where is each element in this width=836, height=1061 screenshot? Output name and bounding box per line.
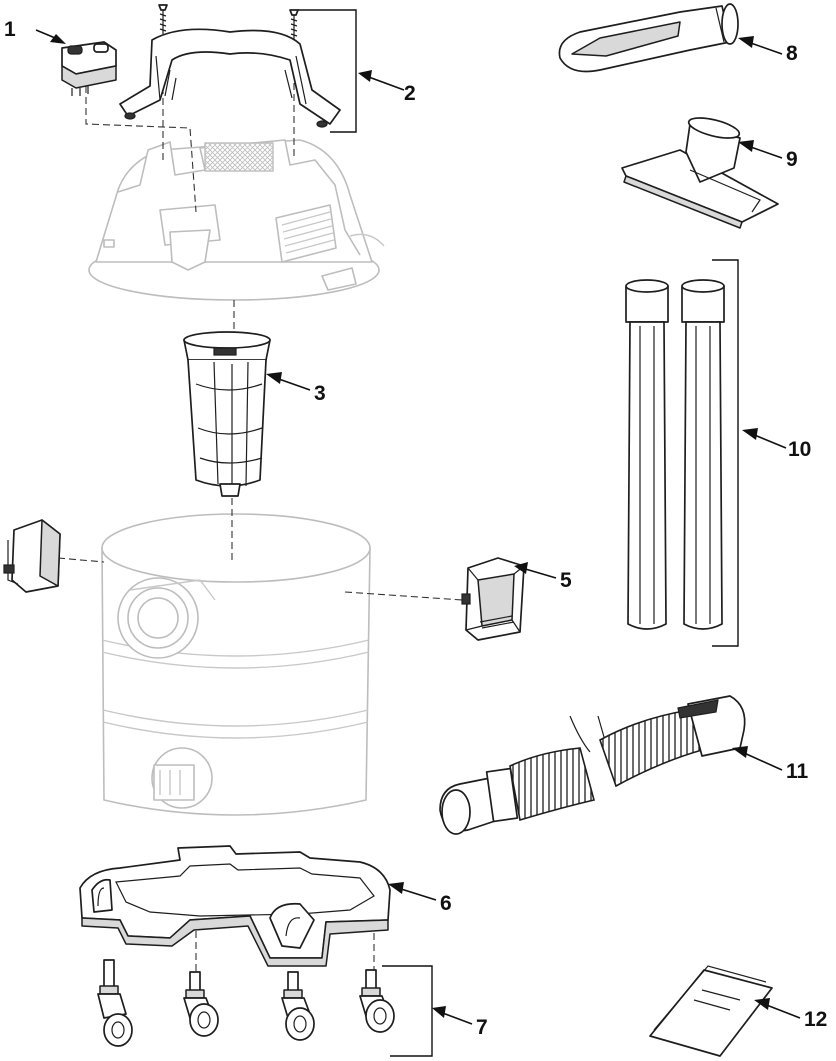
callout-7: 7: [476, 1016, 488, 1039]
callout-1: 1: [4, 18, 16, 41]
caster-3: [281, 971, 315, 1041]
caster-1: [97, 959, 133, 1047]
callout-10: 10: [788, 438, 811, 461]
callout-6: 6: [440, 892, 452, 915]
callout-labels: 1 2 3 5 6 7 8 9 10 11 12: [4, 18, 827, 1039]
callout-11: 11: [786, 760, 809, 783]
part-caster-base: [79, 845, 391, 967]
part-switch: [61, 41, 117, 96]
part-crevice-tool: [558, 3, 739, 73]
part-hose-clip-left: [3, 519, 61, 593]
callout-2: 2: [404, 82, 416, 105]
callout-3: 3: [314, 382, 326, 405]
caster-4: [359, 969, 395, 1033]
part-extension-wands: [625, 279, 725, 630]
part-casters: [97, 959, 395, 1047]
part-floor-nozzle: [621, 117, 779, 229]
tank-ghost: [101, 513, 371, 816]
part-handle: [119, 28, 341, 128]
handle-screws: [158, 4, 299, 40]
callout-5: 5: [560, 569, 572, 592]
part-hose: [439, 695, 746, 835]
caster-2: [183, 971, 219, 1037]
part-filter-cage: [183, 331, 271, 497]
callout-12: 12: [804, 1008, 827, 1031]
part-manual: [649, 965, 773, 1057]
callout-9: 9: [786, 148, 798, 171]
callout-8: 8: [786, 42, 798, 65]
leader-lines: [35, 9, 801, 1057]
motor-head-ghost: [88, 139, 385, 301]
part-accessory-clip: [461, 557, 525, 641]
